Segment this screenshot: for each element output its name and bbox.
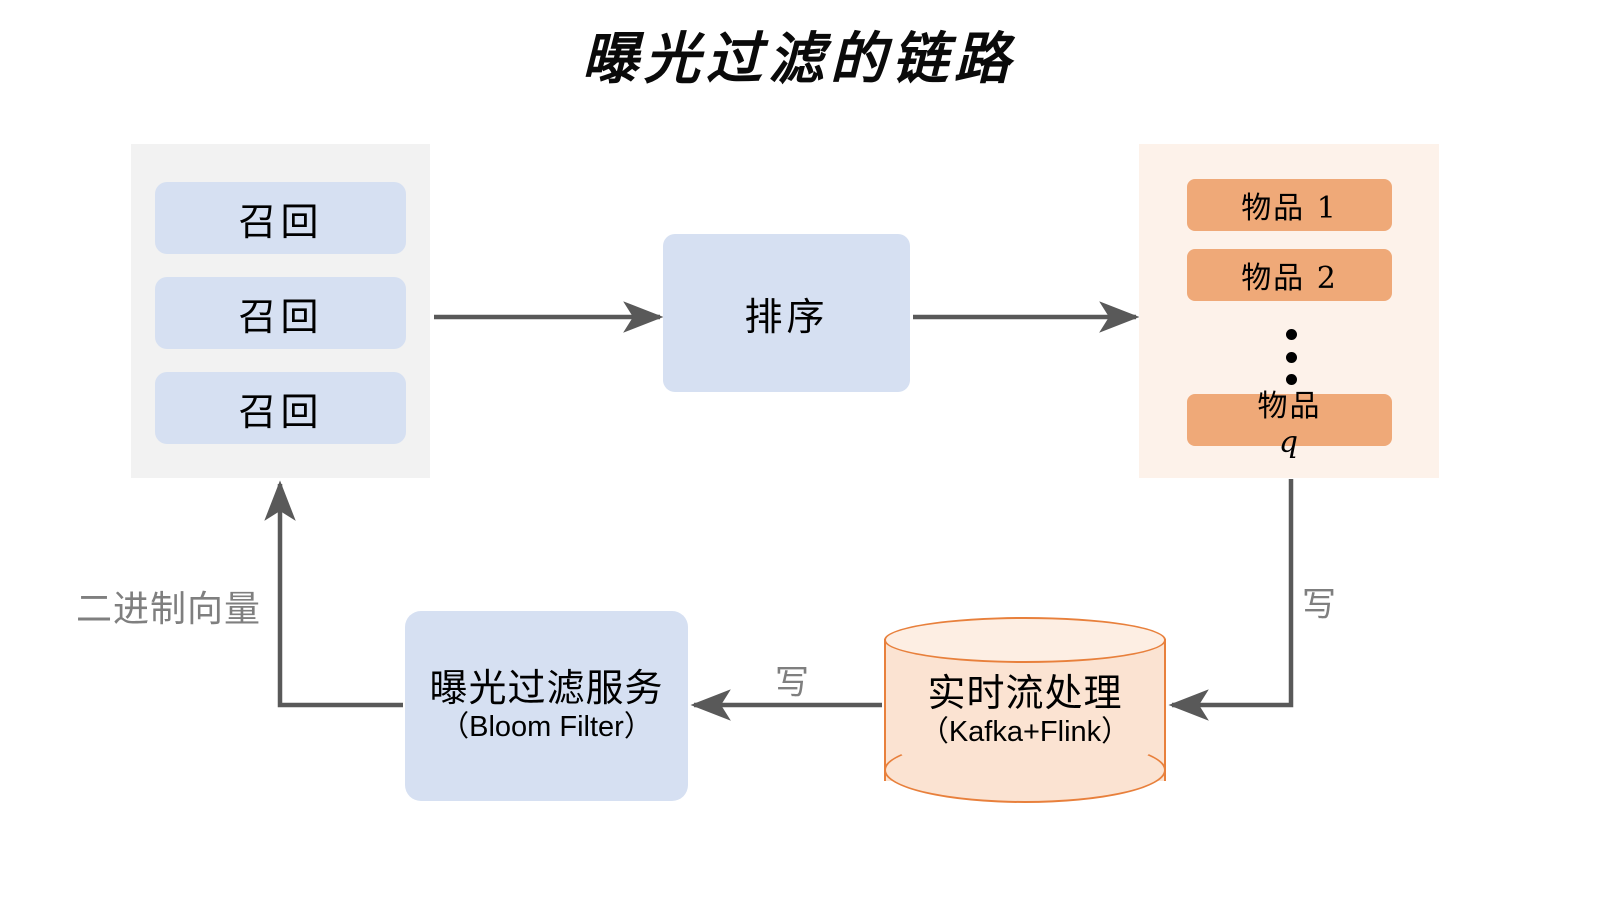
rank-node[interactable]: 排序 [663, 234, 910, 392]
bloom-filter-subtitle: （Bloom Filter） [440, 711, 653, 744]
arrow-bloom-to-recall [264, 480, 403, 708]
edge-label-write-items-to-stream: 写 [1302, 586, 1336, 624]
stream-processing-label: 实时流处理 （Kafka+Flink） [884, 673, 1166, 748]
stream-processing-node[interactable]: 实时流处理 （Kafka+Flink） [884, 617, 1166, 803]
edge-label-write-stream-to-bloom: 写 [775, 664, 809, 702]
page-title: 曝光过滤的链路 [582, 26, 1016, 92]
vertical-ellipsis-icon [1282, 329, 1300, 385]
recall-box-2[interactable]: 召回 [155, 277, 406, 349]
item-box-q-prefix: 物品 [1257, 388, 1322, 424]
edge-label-binary-vector: 二进制向量 [76, 588, 262, 629]
arrow-items-to-stream [1168, 479, 1294, 721]
item-box-q[interactable]: 物品 q [1187, 389, 1392, 460]
cylinder-bottom-ellipse [884, 737, 1166, 803]
item-box-1[interactable]: 物品 1 [1187, 179, 1392, 231]
bloom-filter-node[interactable]: 曝光过滤服务 （Bloom Filter） [405, 611, 688, 801]
recall-box-3[interactable]: 召回 [155, 372, 406, 444]
bloom-filter-title: 曝光过滤服务 [429, 668, 664, 711]
cylinder-top-ellipse [884, 617, 1166, 663]
item-box-q-variable: q [1278, 424, 1301, 460]
item-box-2[interactable]: 物品 2 [1187, 249, 1392, 301]
recall-box-1[interactable]: 召回 [155, 182, 406, 254]
stream-processing-subtitle: （Kafka+Flink） [919, 715, 1131, 748]
stream-processing-title: 实时流处理 [927, 673, 1123, 715]
